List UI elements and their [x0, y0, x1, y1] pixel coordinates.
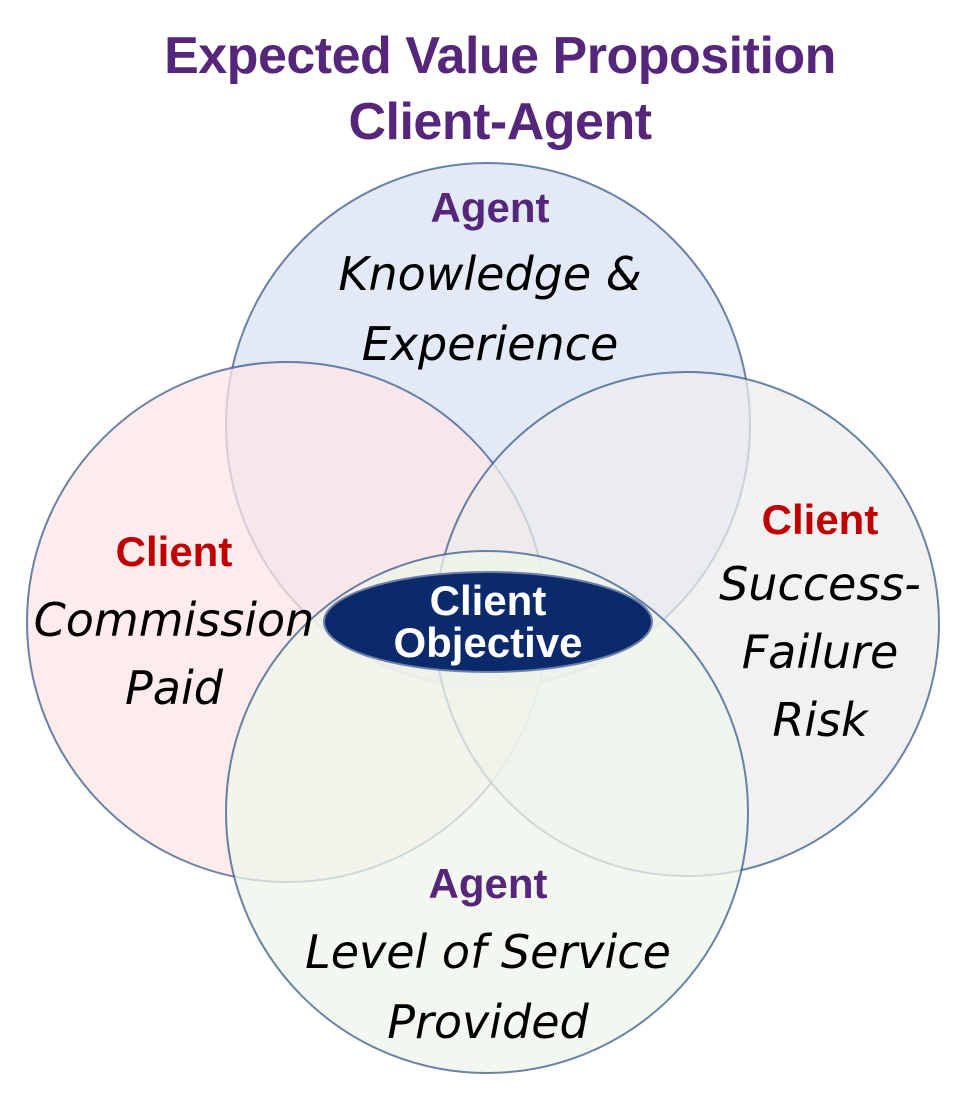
circle-text-top-line-2: Experience [362, 317, 619, 371]
diagram-title-line-1: Expected Value Proposition [164, 27, 836, 85]
circle-text-right-line-1: Success- [719, 557, 921, 611]
center-objective-line-2: Objective [393, 619, 582, 666]
circle-text-bottom-line-1: Level of Service [305, 925, 671, 979]
circle-heading-top: Agent [431, 184, 550, 231]
circle-heading-left: Client [116, 528, 233, 575]
circle-text-top-line-1: Knowledge & [338, 247, 641, 301]
circle-heading-right: Client [762, 496, 879, 543]
circle-text-right-line-3: Risk [772, 693, 870, 747]
circle-text-left-line-2: Paid [125, 661, 224, 715]
circle-text-bottom-line-2: Provided [387, 995, 589, 1049]
circle-heading-bottom: Agent [429, 860, 548, 907]
center-objective-ellipse [323, 571, 653, 673]
center-objective-line-1: Client [430, 577, 547, 624]
diagram-title-line-2: Client-Agent [348, 93, 652, 151]
circle-text-right-line-2: Failure [742, 625, 899, 679]
circle-text-left-line-1: Commission [34, 593, 315, 647]
venn-circle-bottom [225, 550, 749, 1074]
